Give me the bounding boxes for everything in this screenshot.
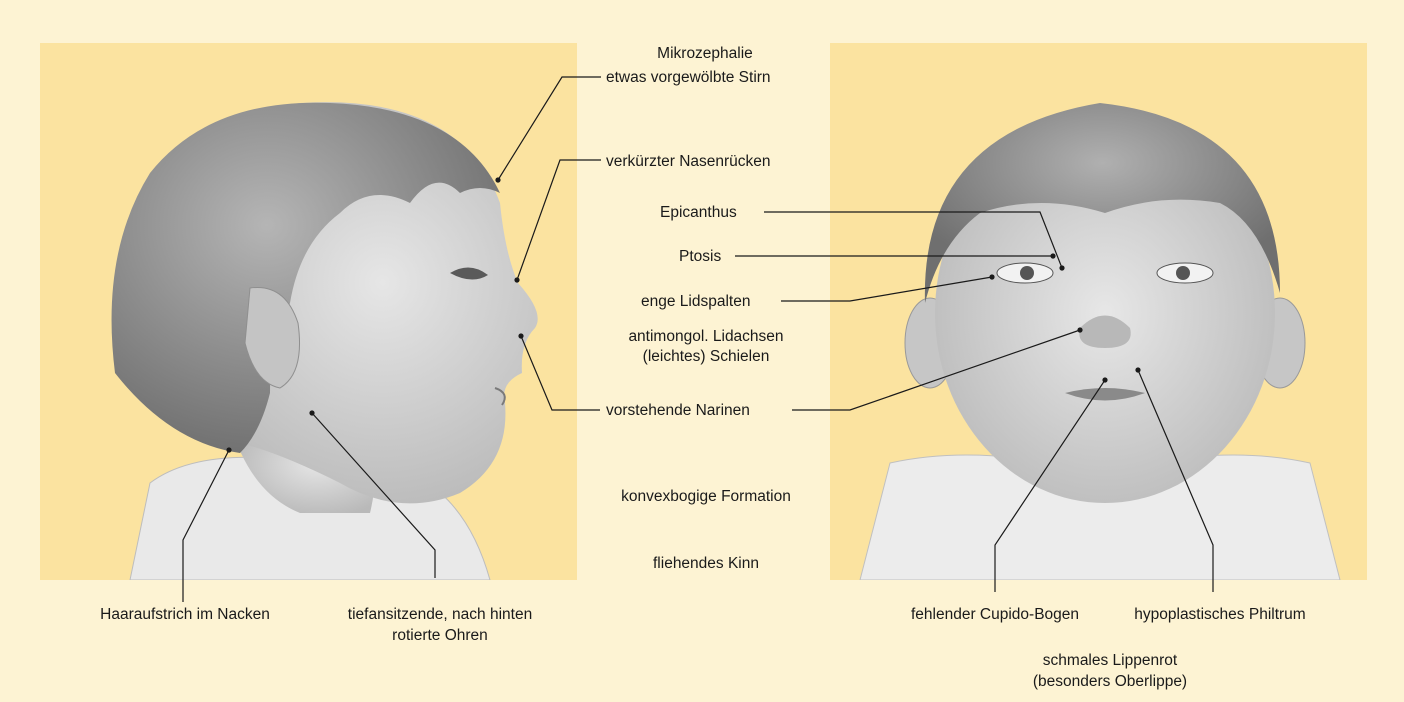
frontal-illustration	[830, 43, 1367, 580]
label-lidspalten: enge Lidspalten	[641, 291, 750, 312]
label-cupido: fehlender Cupido-Bogen	[860, 604, 1130, 625]
label-kinn: fliehendes Kinn	[586, 553, 826, 574]
label-schielen: (leichtes) Schielen	[596, 346, 816, 367]
profile-view-panel	[40, 43, 577, 580]
label-lidachsen: antimongol. Lidachsen	[596, 326, 816, 347]
label-formation: konvexbogige Formation	[586, 486, 826, 507]
label-ohren-line1: tiefansitzende, nach hinten	[305, 604, 575, 625]
label-mikrozephalie: Mikrozephalie	[600, 43, 810, 64]
label-lippenrot-line1: schmales Lippenrot	[990, 650, 1230, 671]
label-ohren-line2: rotierte Ohren	[305, 625, 575, 646]
label-ptosis: Ptosis	[679, 246, 721, 267]
label-epicanthus: Epicanthus	[660, 202, 737, 223]
label-philtrum: hypoplastisches Philtrum	[1110, 604, 1330, 625]
label-haaraufstrich: Haaraufstrich im Nacken	[60, 604, 310, 625]
label-narinen: vorstehende Narinen	[606, 400, 750, 421]
profile-illustration	[40, 43, 577, 580]
label-nasenruecken: verkürzter Nasenrücken	[606, 151, 771, 172]
label-stirn: etwas vorgewölbte Stirn	[606, 67, 771, 88]
label-lippenrot-line2: (besonders Oberlippe)	[990, 671, 1230, 692]
frontal-view-panel	[830, 43, 1367, 580]
